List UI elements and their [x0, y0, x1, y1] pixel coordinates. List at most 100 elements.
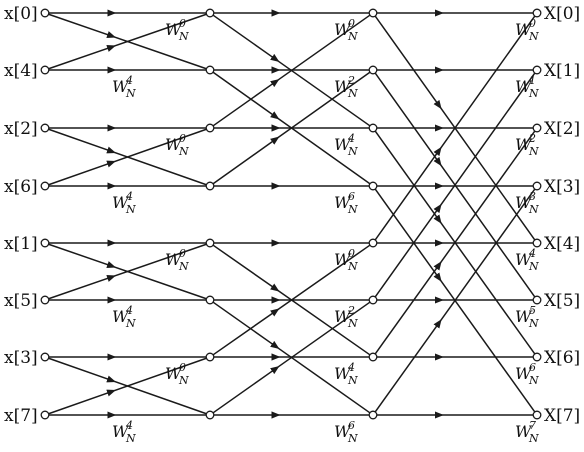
- stage3-cross-wire: [374, 188, 536, 413]
- svg-text:W: W: [165, 20, 183, 39]
- svg-text:W: W: [112, 422, 130, 441]
- butterfly-node: [40, 123, 50, 133]
- butterfly-node: [205, 410, 215, 420]
- butterfly-node: [40, 65, 50, 75]
- svg-text:N: N: [178, 30, 189, 43]
- svg-text:W: W: [515, 250, 533, 269]
- butterfly-node: [368, 181, 378, 191]
- stage2-twiddle-label: W2N: [334, 74, 358, 100]
- output-label: X[5]: [544, 291, 580, 311]
- output-label: X[7]: [544, 406, 580, 426]
- stage2-twiddle-label: W4N: [334, 361, 358, 387]
- butterfly-node: [205, 8, 215, 18]
- butterfly-node: [40, 8, 50, 18]
- svg-text:N: N: [347, 317, 358, 330]
- output-label: X[6]: [544, 348, 580, 368]
- stage2-cross-wire: [212, 71, 371, 185]
- butterfly-node: [205, 65, 215, 75]
- stage3-cross-wire: [374, 72, 536, 298]
- stage1-twiddle-label: W4N: [112, 190, 136, 216]
- svg-text:W: W: [515, 77, 533, 96]
- svg-text:N: N: [528, 317, 539, 330]
- stage1-cross-wire: [48, 13, 207, 70]
- svg-text:0: 0: [348, 247, 355, 260]
- butterfly-node: [368, 238, 378, 248]
- stage3-cross-wire: [374, 72, 536, 298]
- svg-text:N: N: [125, 87, 136, 100]
- butterfly-node: [532, 8, 542, 18]
- stage3-twiddle-label: W5N: [515, 304, 539, 330]
- svg-text:7: 7: [529, 419, 536, 432]
- svg-text:6: 6: [529, 361, 536, 374]
- svg-text:2: 2: [347, 304, 355, 317]
- svg-text:1: 1: [529, 74, 536, 87]
- stage1-cross-wire: [48, 357, 207, 415]
- output-label: X[3]: [544, 177, 580, 197]
- butterfly-node: [368, 8, 378, 18]
- stage3-twiddle-label: W6N: [515, 361, 539, 387]
- svg-text:0: 0: [529, 17, 536, 30]
- stage1-twiddle-label: W0N: [165, 361, 189, 387]
- svg-text:W: W: [334, 20, 352, 39]
- stage2-cross-wire: [212, 244, 371, 356]
- stage3-twiddle-label: W7N: [515, 419, 539, 445]
- butterfly-node: [532, 295, 542, 305]
- output-label: X[2]: [544, 119, 580, 139]
- stage2-twiddle-label: W0N: [334, 247, 358, 273]
- stage1-twiddle-label: W0N: [165, 132, 189, 158]
- input-label: x[0]: [4, 4, 38, 24]
- svg-text:W: W: [515, 193, 533, 212]
- input-label: x[7]: [4, 406, 38, 426]
- stage3-cross-wire: [374, 15, 536, 241]
- butterfly-node: [40, 238, 50, 248]
- svg-text:W: W: [515, 307, 533, 326]
- svg-text:N: N: [528, 145, 539, 158]
- svg-text:N: N: [528, 374, 539, 387]
- input-label: x[2]: [4, 119, 38, 139]
- butterfly-node: [368, 123, 378, 133]
- svg-text:W: W: [515, 364, 533, 383]
- stage3-twiddle-label: W3N: [515, 190, 539, 216]
- svg-text:0: 0: [348, 17, 355, 30]
- input-label: x[4]: [4, 61, 38, 81]
- svg-text:W: W: [334, 364, 352, 383]
- butterfly-node: [40, 352, 50, 362]
- svg-text:N: N: [347, 145, 358, 158]
- stage1-cross-wire: [48, 13, 207, 70]
- stage1-cross-wire: [48, 243, 207, 300]
- svg-text:0: 0: [179, 17, 186, 30]
- svg-text:N: N: [347, 203, 358, 216]
- svg-text:N: N: [125, 203, 136, 216]
- svg-text:0: 0: [179, 361, 186, 374]
- svg-text:N: N: [347, 87, 358, 100]
- svg-text:N: N: [528, 260, 539, 273]
- butterfly-node: [532, 238, 542, 248]
- svg-text:4: 4: [125, 190, 133, 203]
- butterfly-node: [532, 123, 542, 133]
- stage1-twiddle-label: W4N: [112, 419, 136, 445]
- stage2-twiddle-label: W2N: [334, 304, 358, 330]
- stage2-cross-wire: [212, 301, 371, 414]
- svg-text:6: 6: [348, 419, 355, 432]
- svg-text:5: 5: [529, 304, 536, 317]
- svg-text:W: W: [334, 77, 352, 96]
- stage1-twiddle-label: W4N: [112, 304, 136, 330]
- svg-text:W: W: [165, 364, 183, 383]
- stage2-twiddle-label: W0N: [334, 17, 358, 43]
- input-label: x[1]: [4, 234, 38, 254]
- stage3-twiddle-label: W0N: [515, 17, 539, 43]
- butterfly-node: [205, 352, 215, 362]
- stage3-cross-wire: [374, 130, 536, 355]
- svg-text:W: W: [515, 135, 533, 154]
- stage1-cross-wire: [48, 128, 207, 186]
- svg-text:W: W: [334, 422, 352, 441]
- stage2-cross-wire: [212, 301, 371, 414]
- butterfly-node: [368, 295, 378, 305]
- svg-text:N: N: [125, 432, 136, 445]
- svg-text:N: N: [528, 432, 539, 445]
- butterfly-node: [205, 181, 215, 191]
- svg-text:N: N: [178, 145, 189, 158]
- input-label: x[5]: [4, 291, 38, 311]
- svg-text:N: N: [347, 30, 358, 43]
